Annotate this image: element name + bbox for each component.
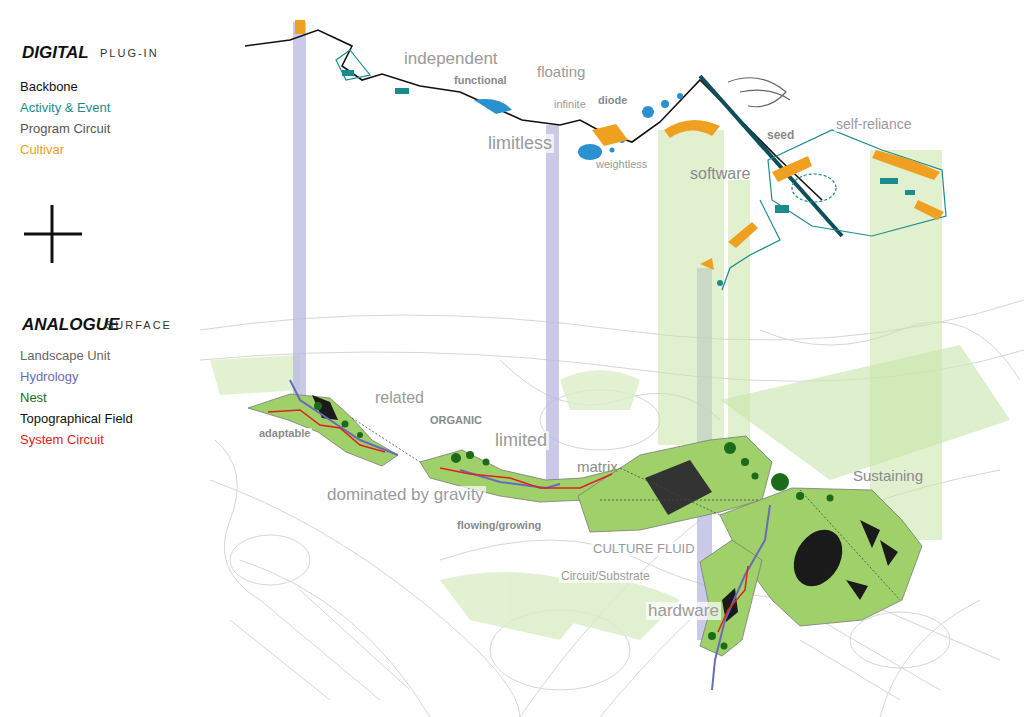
diagram-label: Circuit/Substrate xyxy=(559,570,652,583)
diagram-label: functional xyxy=(452,75,509,87)
legend-entry: Cultivar xyxy=(18,143,66,157)
diagram-label: diode xyxy=(596,95,629,107)
diagram-label: weightless xyxy=(594,159,649,171)
legend-entry: System Circuit xyxy=(18,433,106,447)
diagram-label: software xyxy=(688,166,752,183)
diagram-label: flowing/growing xyxy=(455,520,543,532)
legend-entry: Landscape Unit xyxy=(18,349,112,363)
diagram-label: seed xyxy=(765,129,796,142)
legend-entry: Nest xyxy=(18,391,49,405)
diagram-label: self-reliance xyxy=(834,117,913,132)
legend-entry: Program Circuit xyxy=(18,122,112,136)
diagram-label: SURFACE xyxy=(104,320,174,332)
diagram-label: adaptable xyxy=(257,428,312,440)
diagram-label: hardware xyxy=(646,602,721,620)
diagram-label: CULTURE FLUID xyxy=(591,542,697,556)
diagram-label: floating xyxy=(535,64,587,80)
diagram-label: PLUG-IN xyxy=(98,48,161,60)
legend-entry: Activity & Event xyxy=(18,101,112,115)
diagram-label: matrix xyxy=(575,459,620,475)
diagram-label: Sustaining xyxy=(851,468,925,484)
diagram-label: infinite xyxy=(552,99,588,111)
legend-entry: Backbone xyxy=(18,80,80,94)
diagram-label: limited xyxy=(493,431,549,450)
diagram-label: independent xyxy=(402,50,500,68)
diagram-label: DIGITAL xyxy=(20,44,91,62)
diagram-label: limitless xyxy=(486,134,554,153)
diagram-label: dominated by gravity xyxy=(325,486,486,504)
diagram-label: ORGANIC xyxy=(428,415,484,427)
diagram-label: related xyxy=(373,390,426,407)
legend-entry: Topographical Field xyxy=(18,412,135,426)
legend-entry: Hydrology xyxy=(18,370,81,384)
